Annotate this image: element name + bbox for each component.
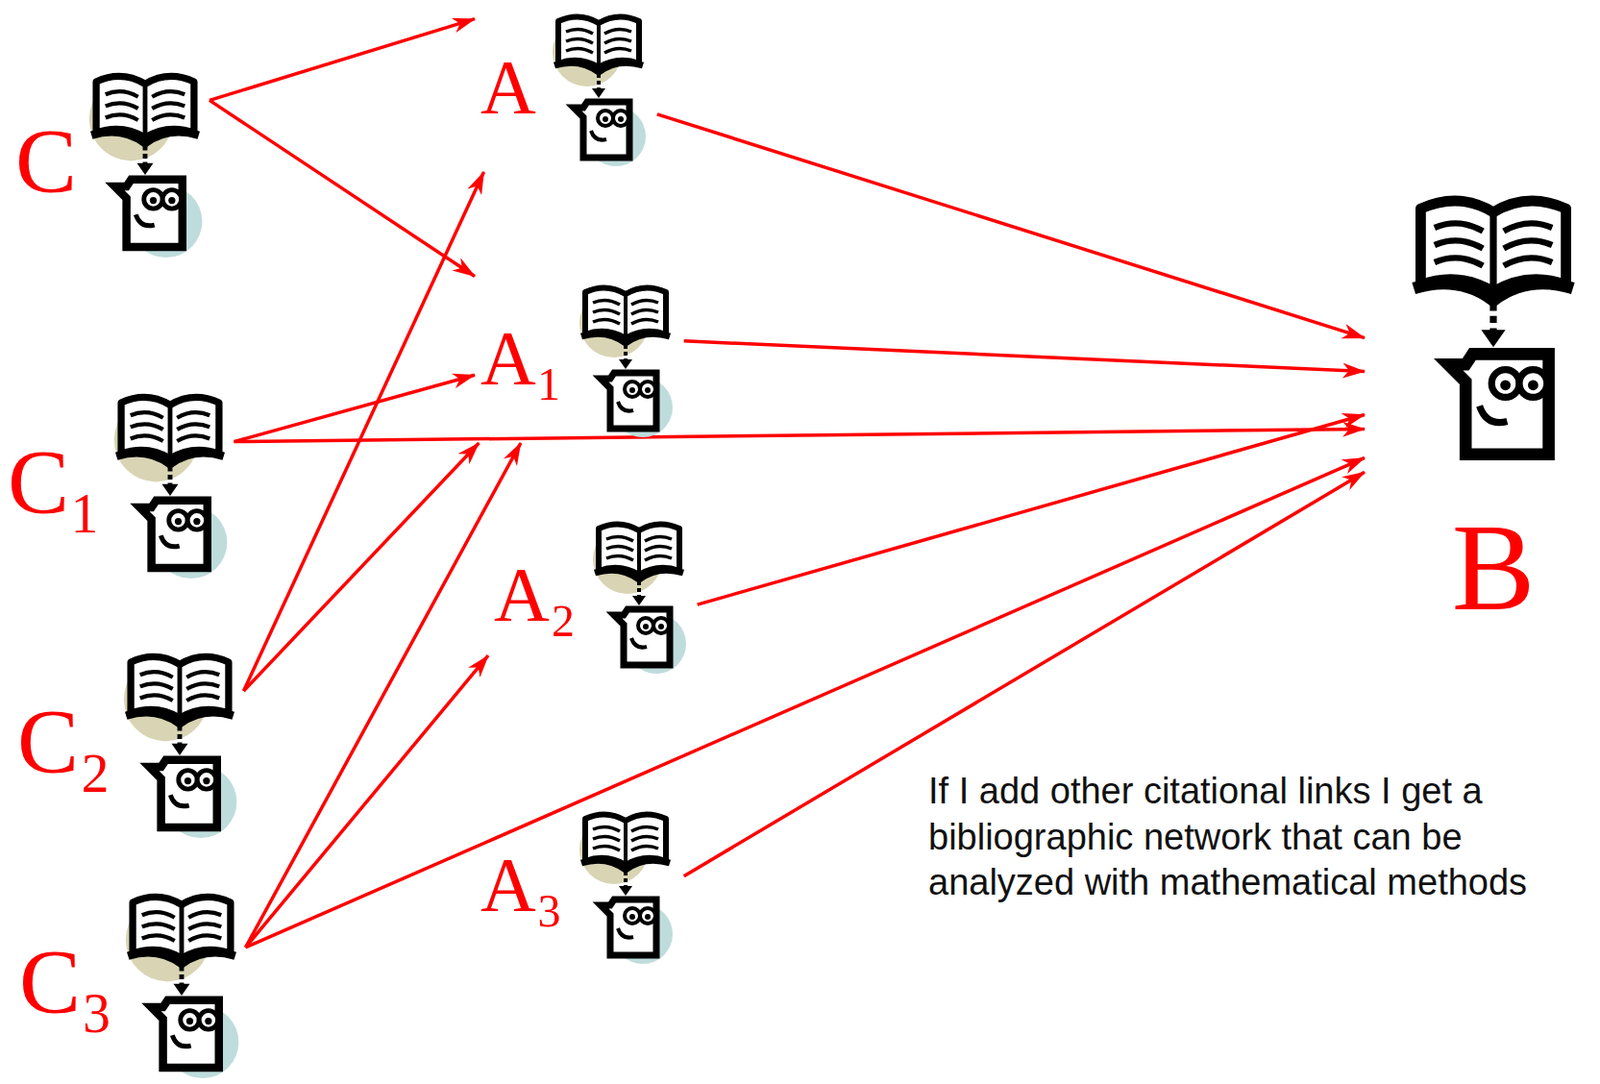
node-label: C₁ [7, 436, 102, 529]
document-node: A₃ [474, 799, 685, 970]
reader-icon [123, 886, 241, 1079]
node-label: C₂ [17, 695, 112, 788]
citation-arrow [209, 19, 475, 101]
reader-icon [86, 65, 204, 258]
document-node: B [1364, 155, 1586, 636]
document-node: C₃ [13, 880, 247, 1084]
node-label: C₃ [19, 935, 114, 1029]
citation-arrow [234, 374, 476, 442]
citation-arrow [244, 172, 485, 691]
note-text: If I add other citational links I get a … [928, 768, 1582, 907]
reader-icon [572, 278, 679, 438]
citation-arrow [697, 414, 1365, 605]
reader-icon [586, 515, 692, 674]
citation-arrow [684, 471, 1365, 876]
node-label: A₁ [480, 320, 564, 397]
document-node: C [9, 59, 210, 264]
citation-arrow [246, 655, 490, 948]
citation-arrow [684, 341, 1365, 372]
node-label: A₃ [480, 846, 564, 924]
document-node: A₁ [474, 272, 685, 444]
citation-arrow [657, 114, 1365, 339]
citation-arrow [244, 443, 480, 691]
citation-arrow [209, 99, 475, 276]
node-label: C [15, 115, 77, 208]
citation-arrow [234, 428, 1366, 442]
reader-icon [121, 645, 239, 838]
citation-arrow [246, 443, 521, 948]
reader-icon [1406, 161, 1580, 493]
node-label: B [1452, 504, 1536, 630]
node-label: A₂ [493, 556, 577, 634]
document-node: A [474, 1, 658, 173]
document-node: C₁ [1, 380, 235, 585]
reader-icon [545, 7, 652, 167]
reader-icon [111, 386, 229, 579]
reader-icon [572, 805, 679, 964]
document-node: A₂ [488, 509, 698, 680]
document-node: C₂ [11, 640, 245, 844]
node-label: A [480, 49, 537, 126]
